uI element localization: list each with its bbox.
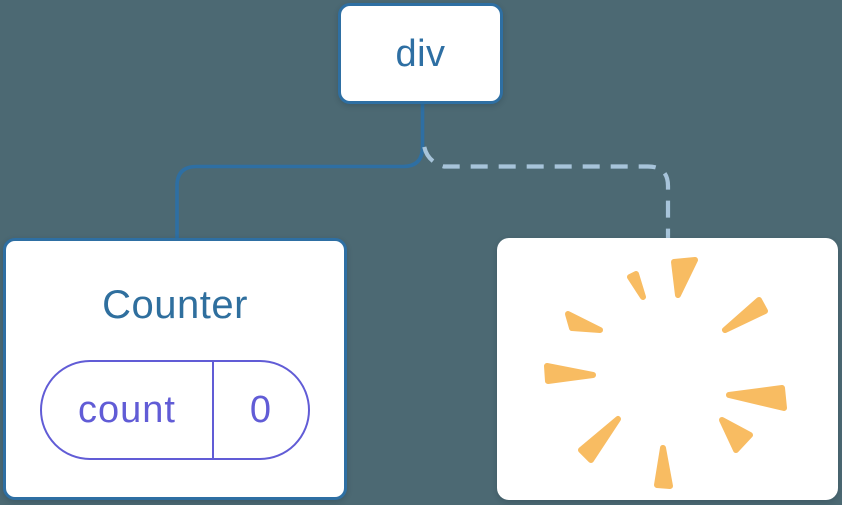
poof-ray [565,311,603,333]
counter-title: Counter [102,283,248,327]
poof-ray [544,363,596,384]
state-key: count [42,362,214,458]
root-node-div: div [338,3,503,104]
root-node-label: div [395,32,446,75]
poof-ray [726,385,787,411]
edge-solid-to-counter [175,104,425,239]
poof-ray [719,417,753,453]
edge-dashed-to-removed [421,140,671,239]
state-pill: count 0 [40,360,310,460]
poof-ray [578,416,621,463]
poof-ray [627,271,646,300]
counter-node: Counter count 0 [3,238,347,500]
poof-ray [671,257,698,298]
state-value: 0 [249,388,273,431]
poof-burst-icon [544,257,787,489]
removed-node [497,238,838,500]
poof-ray [654,445,673,489]
poof-ray [722,297,768,333]
